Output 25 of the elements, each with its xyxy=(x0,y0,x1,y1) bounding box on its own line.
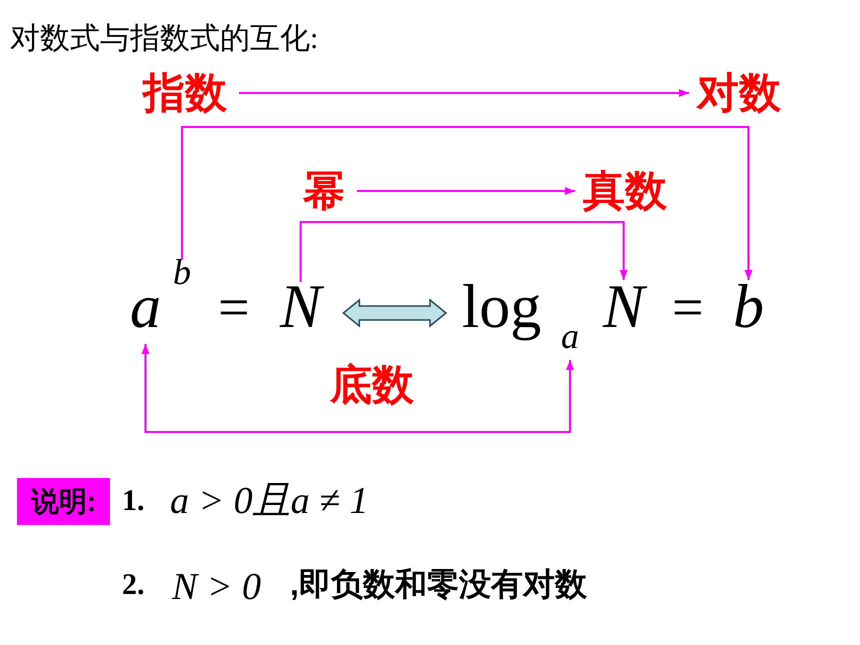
condition-text: a > 0且a ≠ 1 xyxy=(170,482,368,520)
term-label: 幂 xyxy=(303,170,345,212)
term-label: 对数 xyxy=(697,72,781,114)
math-symbol: a xyxy=(130,276,161,338)
arrow xyxy=(239,89,689,97)
term-label: 指数 xyxy=(143,72,227,114)
edge-label: 底数 xyxy=(330,364,414,406)
term-label: 真数 xyxy=(583,170,667,212)
bracket-arrow xyxy=(181,126,752,280)
math-symbol: = xyxy=(672,280,704,336)
list-number: 2. xyxy=(122,570,144,600)
list-number: 1. xyxy=(122,486,144,516)
bracket-arrow xyxy=(300,221,628,282)
bracket-arrow xyxy=(142,344,574,433)
math-symbol: b xyxy=(173,254,191,290)
arrow xyxy=(357,187,575,195)
math-symbol: log xyxy=(462,276,542,338)
double-arrow xyxy=(342,298,448,328)
note-heading: 说明: xyxy=(17,478,110,525)
math-symbol: = xyxy=(218,280,250,336)
note-text: ,即负数和零没有对数 xyxy=(290,568,587,600)
slide-title: 对数式与指数式的互化: xyxy=(10,24,318,54)
math-symbol: b xyxy=(733,276,764,338)
condition-text: N > 0 xyxy=(172,568,261,606)
math-symbol: a xyxy=(561,318,579,354)
